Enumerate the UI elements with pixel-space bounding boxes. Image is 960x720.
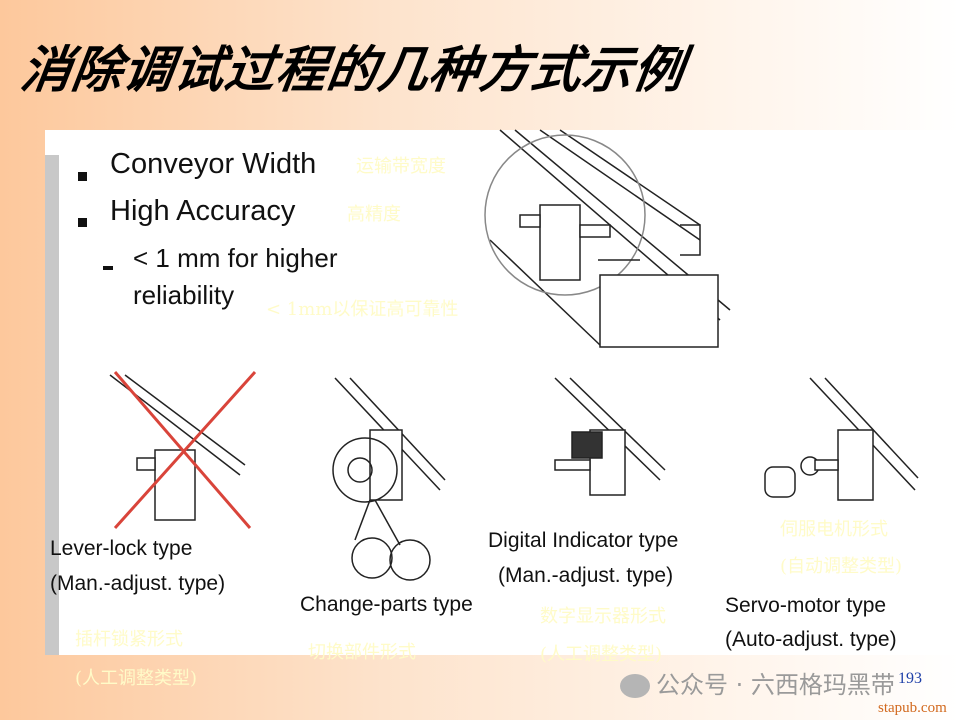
watermark-text: 公众号 · 六西格玛黑带	[656, 671, 895, 699]
lever-lock-cn: 插杆锁紧形式	[75, 629, 183, 650]
bullet-conveyor-width-cn: 运输带宽度	[356, 156, 446, 177]
bullet-high-accuracy: High Accuracy	[110, 195, 296, 227]
cross-mark	[113, 371, 252, 529]
digital-indicator-cn-mode: (人工调整类型)	[540, 644, 663, 665]
servo-motor-cn-mode: (自动调整类型)	[780, 556, 903, 577]
servo-motor-drawing	[764, 377, 919, 501]
lever-lock-label: Lever-lock type	[50, 537, 193, 560]
sub-bullet-cn: < 1mm以保证高可靠性	[266, 299, 459, 320]
sub-bullet-line2: reliability	[133, 280, 235, 310]
digital-indicator-drawing	[554, 377, 666, 496]
servo-motor-mode: (Auto-adjust. type)	[725, 628, 897, 651]
lever-lock-drawing	[109, 370, 257, 530]
sub-bullet-line1: < 1 mm for higher	[133, 243, 338, 273]
change-parts-label: Change-parts type	[300, 593, 473, 616]
dash-icon	[103, 266, 113, 270]
bullet-icon	[78, 172, 87, 181]
site-link[interactable]: stapub.com	[878, 700, 947, 716]
conveyor-detail-drawing	[484, 129, 731, 348]
lever-lock-cn-mode: (人工调整类型)	[75, 668, 198, 689]
servo-motor-cn: 伺服电机形式	[780, 519, 888, 540]
bullet-high-accuracy-cn: 高精度	[347, 204, 401, 225]
servo-motor-label: Servo-motor type	[725, 594, 887, 617]
lever-lock-mode: (Man.-adjust. type)	[50, 572, 226, 595]
page-number: 193	[898, 670, 922, 687]
change-parts-drawing	[332, 377, 446, 581]
change-parts-cn: 切换部件形式	[308, 642, 416, 663]
side-bar	[45, 155, 59, 655]
digital-indicator-label: Digital Indicator type	[488, 529, 679, 552]
bullet-conveyor-width: Conveyor Width	[110, 148, 317, 180]
wechat-icon	[620, 674, 650, 698]
digital-indicator-mode: (Man.-adjust. type)	[498, 564, 674, 587]
digital-indicator-cn: 数字显示器形式	[540, 606, 666, 627]
content-panel	[45, 130, 960, 655]
bullet-icon	[78, 218, 87, 227]
watermark: 公众号 · 六西格玛黑带	[620, 665, 895, 700]
